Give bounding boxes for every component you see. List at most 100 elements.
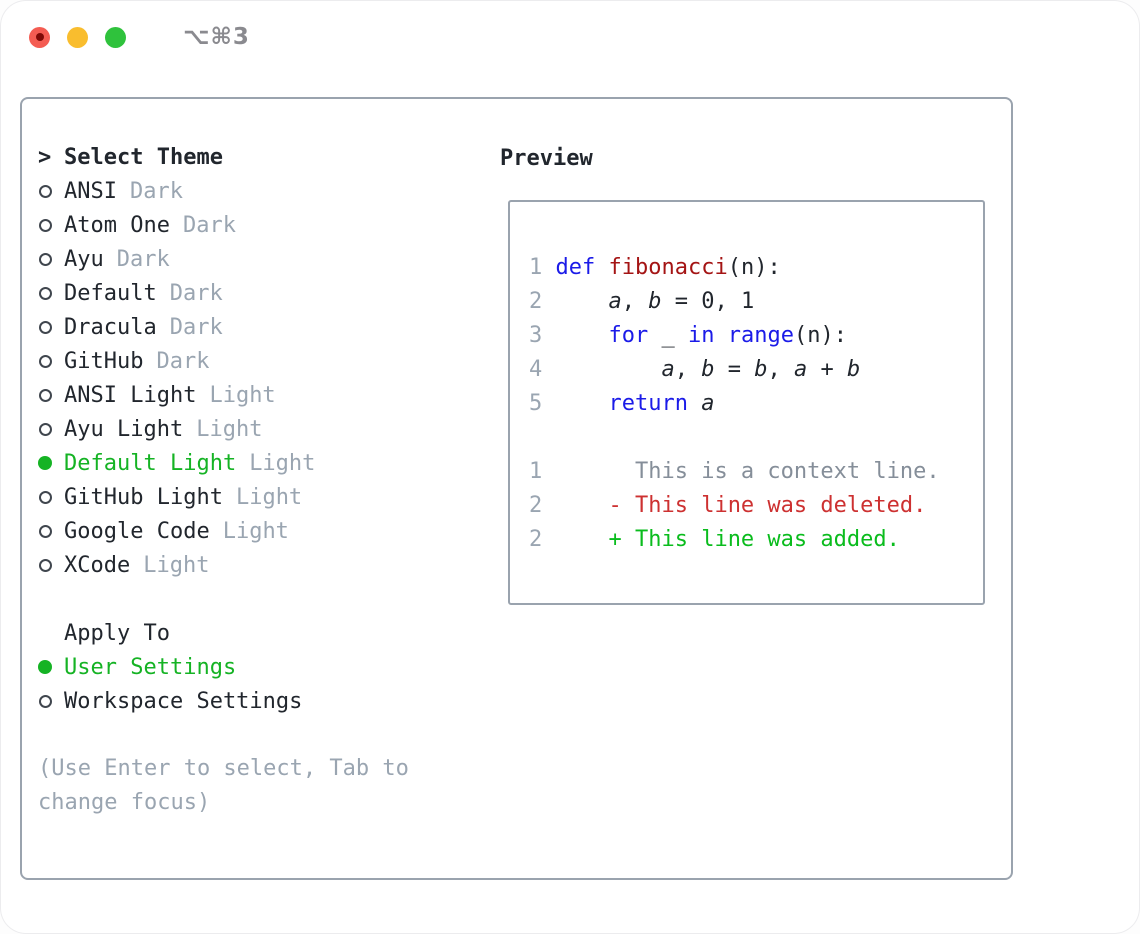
preview-box: 1 def fibonacci(n): 2 a, b = 0, 1 3 for _ … — [508, 200, 985, 605]
code-line-3: 3 for _ in range(n): — [529, 323, 847, 348]
radio-icon — [38, 422, 64, 436]
theme-variant-tag: Light — [249, 450, 316, 476]
apply-to-header: Apply To — [38, 616, 490, 650]
apply-option-label: Workspace Settings — [64, 688, 303, 714]
apply-option-label: User Settings — [64, 654, 237, 680]
radio-unselected-icon — [39, 524, 52, 538]
radio-icon — [38, 694, 64, 708]
theme-variant-tag: Dark — [182, 212, 236, 238]
theme-option-label: ANSI — [64, 178, 117, 204]
preview-code: 1 def fibonacci(n): 2 a, b = 0, 1 3 for _ … — [529, 251, 983, 557]
radio-unselected-icon — [39, 218, 52, 232]
window-title: ⌥⌘3 — [183, 24, 250, 50]
radio-unselected-icon — [39, 388, 52, 402]
theme-option-label: ANSI Light — [64, 382, 197, 408]
zoom-button[interactable] — [105, 26, 126, 48]
theme-option-label: GitHub — [64, 348, 144, 374]
radio-selected-icon — [38, 660, 52, 674]
minimize-button[interactable] — [67, 26, 88, 48]
help-text: (Use Enter to select, Tab to change focu… — [38, 752, 490, 820]
select-theme-label: Select Theme — [64, 144, 223, 170]
close-button[interactable] — [29, 26, 50, 48]
theme-variant-tag: Dark — [169, 280, 223, 306]
gap — [38, 582, 490, 616]
radio-icon — [38, 660, 64, 674]
radio-unselected-icon — [39, 354, 52, 368]
theme-variant-tag: Dark — [169, 314, 223, 340]
theme-option-ayu-light[interactable]: Ayu Light Light — [38, 412, 490, 446]
code-line-2: 2 a, b = 0, 1 — [529, 289, 755, 314]
help-text-line2: change focus) — [38, 790, 211, 815]
code-line-5: 5 return a — [529, 391, 715, 416]
diff-context-line: 1 This is a context line. — [529, 459, 940, 484]
theme-variant-tag: Light — [143, 552, 210, 578]
theme-variant-tag: Light — [209, 382, 276, 408]
theme-option-xcode[interactable]: XCode Light — [38, 548, 490, 582]
gap — [38, 718, 490, 752]
apply-option-user-settings[interactable]: User Settings — [38, 650, 490, 684]
theme-option-ansi-light[interactable]: ANSI Light Light — [38, 378, 490, 412]
radio-icon — [38, 320, 64, 334]
diff-deleted-line: 2 - This line was deleted. — [529, 493, 927, 518]
radio-unselected-icon — [39, 320, 52, 334]
theme-option-label: Dracula — [64, 314, 157, 340]
theme-option-label: Google Code — [64, 518, 210, 544]
theme-option-label: Ayu — [64, 246, 104, 272]
theme-variant-tag: Light — [196, 416, 263, 442]
theme-option-label: Default Light — [64, 450, 237, 476]
theme-option-github[interactable]: GitHub Dark — [38, 344, 490, 378]
theme-option-default[interactable]: Default Dark — [38, 276, 490, 310]
theme-variant-tag: Light — [222, 518, 289, 544]
theme-variant-tag: Light — [235, 484, 303, 510]
code-line-4: 4 a, b = b, a + b — [529, 357, 861, 382]
radio-icon — [38, 456, 64, 470]
radio-unselected-icon — [39, 286, 52, 300]
theme-option-label: Default — [64, 280, 157, 306]
theme-option-default-light[interactable]: Default Light Light — [38, 446, 490, 480]
close-button-dot — [35, 33, 44, 41]
theme-option-label: GitHub Light — [64, 484, 223, 510]
radio-selected-icon — [38, 456, 52, 470]
radio-unselected-icon — [39, 490, 52, 504]
radio-unselected-icon — [39, 422, 52, 436]
theme-option-atom-one[interactable]: Atom One Dark — [38, 208, 490, 242]
help-text-line1: (Use Enter to select, Tab to — [38, 756, 409, 781]
radio-icon — [38, 558, 64, 572]
radio-icon — [38, 354, 64, 368]
focus-caret: > — [38, 144, 52, 170]
radio-icon — [38, 524, 64, 538]
theme-option-google-code[interactable]: Google Code Light — [38, 514, 490, 548]
radio-unselected-icon — [39, 252, 52, 266]
radio-icon — [38, 286, 64, 300]
theme-variant-tag: Dark — [156, 348, 210, 374]
radio-icon — [38, 218, 64, 232]
theme-option-label: Ayu Light — [64, 416, 184, 442]
theme-option-label: XCode — [64, 552, 131, 578]
theme-option-github-light[interactable]: GitHub Light Light — [38, 480, 490, 514]
preview-label: Preview — [500, 146, 593, 171]
titlebar: ⌥⌘3 — [0, 0, 1140, 74]
apply-to-label: Apply To — [64, 620, 170, 646]
theme-option-dracula[interactable]: Dracula Dark — [38, 310, 490, 344]
select-theme-header: > Select Theme — [38, 140, 490, 174]
radio-icon — [38, 388, 64, 402]
radio-icon — [38, 490, 64, 504]
theme-option-ansi[interactable]: ANSI Dark — [38, 174, 490, 208]
apply-option-workspace-settings[interactable]: Workspace Settings — [38, 684, 490, 718]
radio-unselected-icon — [39, 558, 52, 572]
theme-option-label: Atom One — [64, 212, 170, 238]
radio-unselected-icon — [39, 694, 52, 708]
radio-icon — [38, 252, 64, 266]
blank-line — [529, 421, 983, 455]
theme-variant-tag: Dark — [129, 178, 183, 204]
radio-icon — [38, 184, 64, 198]
diff-added-line: 2 + This line was added. — [529, 527, 900, 552]
radio-unselected-icon — [39, 184, 52, 198]
code-line-1: 1 def fibonacci(n): — [529, 255, 781, 280]
